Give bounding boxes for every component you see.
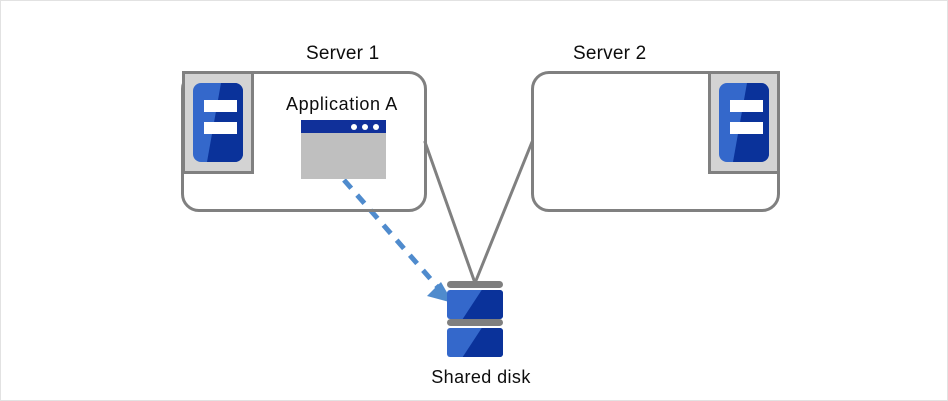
server-chassis: [193, 83, 243, 162]
disk-platter-1: [447, 290, 503, 319]
disk-cap-top: [447, 281, 503, 288]
disk-platter-shade: [462, 290, 503, 319]
server2-machine-icon: [708, 71, 780, 174]
server1-machine-icon: [182, 71, 254, 174]
shared-disk-icon: [447, 281, 503, 361]
server2-title: Server 2: [573, 43, 647, 64]
server1-title: Server 1: [306, 43, 380, 64]
server-chassis-bar-top: [730, 100, 763, 112]
window-dot-2: [362, 124, 368, 130]
application-a-label: Application A: [286, 94, 398, 114]
server-chassis-bar-bottom: [204, 122, 237, 134]
connector-server2-to-disk: [473, 140, 534, 285]
server-chassis-bar-bottom: [730, 122, 763, 134]
application-window-titlebar: [301, 120, 386, 133]
server-chassis: [719, 83, 769, 162]
window-dot-1: [351, 124, 357, 130]
disk-platter-shade: [462, 328, 503, 357]
shared-disk-label: Shared disk: [431, 367, 531, 387]
disk-cap-middle: [447, 319, 503, 326]
connector-server1-to-disk: [423, 140, 477, 285]
server-chassis-bar-top: [204, 100, 237, 112]
application-window-icon: [301, 120, 386, 179]
disk-platter-2: [447, 328, 503, 357]
window-dot-3: [373, 124, 379, 130]
